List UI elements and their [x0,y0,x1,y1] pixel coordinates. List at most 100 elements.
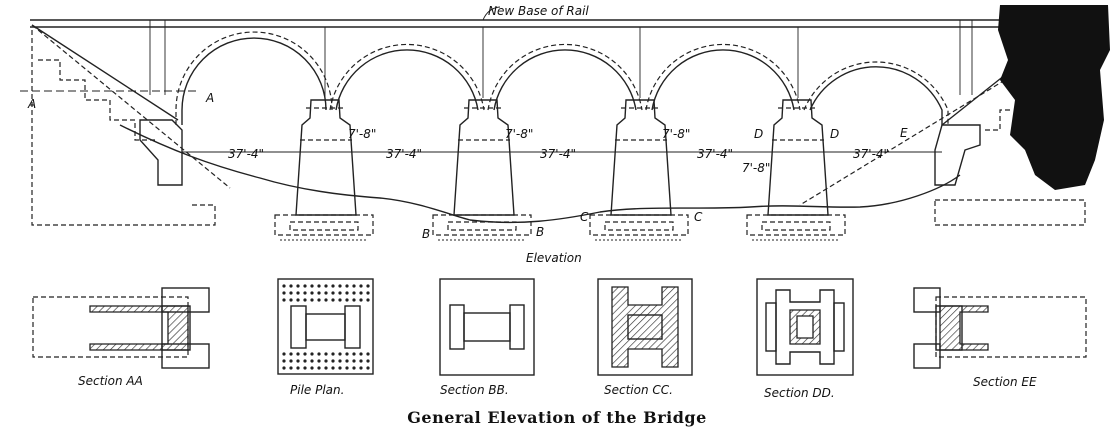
pile-dot [352,352,356,356]
pile-dot [345,291,349,295]
rock-mass [998,5,1110,190]
section-mark-a-right: A [205,91,214,105]
pier-dim-2: 7'-8" [505,127,533,141]
pile-dot [345,359,349,363]
pile-plan [277,278,374,375]
pile-dot [366,352,370,356]
pile-dot [324,284,328,288]
pile-dot [289,352,293,356]
left-abutment [20,24,231,226]
pile-dot [366,291,370,295]
pile-dot [317,291,321,295]
rail-leader [482,6,501,21]
pile-dot [317,352,321,356]
pile-dot [289,359,293,363]
pile-dot [331,359,335,363]
footings [274,214,846,241]
pile-dot [359,366,363,370]
pile-plan-label: Pile Plan. [290,383,344,397]
rail-label: New Base of Rail [488,4,589,18]
pile-dot [331,291,335,295]
pile-dot [296,298,300,302]
pile-dot [352,291,356,295]
pile-dot [366,359,370,363]
span-dim-4: 37'-4" [697,147,733,161]
section-mark-b-right: B [536,225,544,239]
pile-dot [345,284,349,288]
pile-dot [317,284,321,288]
pile-dot [331,284,335,288]
deck [30,19,1005,98]
section-mark-a-left: A [27,97,36,111]
pile-dot [289,298,293,302]
pile-dot [296,352,300,356]
section-mark-e: E [900,126,908,140]
pile-dot [359,298,363,302]
section-aa-label: Section AA [78,374,143,388]
pile-dot [331,352,335,356]
pile-dot [338,291,342,295]
pile-dot [282,352,286,356]
section-aa [32,287,210,369]
pile-dot [282,284,286,288]
section-mark-d-right: D [830,127,839,141]
pile-dot [317,298,321,302]
pile-dot [366,298,370,302]
section-bb [439,278,535,376]
elevation-label: Elevation [526,251,582,265]
pile-dot [331,298,335,302]
pile-dot [338,298,342,302]
right-abutment [799,5,1110,226]
pile-dot [296,284,300,288]
pile-dot [345,352,349,356]
pile-dot [345,298,349,302]
span-dim-1: 37'-4" [228,147,264,161]
pile-dot [338,366,342,370]
pile-dot [310,359,314,363]
pile-dot [310,352,314,356]
pile-dot [366,284,370,288]
pile-dot [310,284,314,288]
pile-dot [359,359,363,363]
pier-dim-1: 7'-8" [348,127,376,141]
pile-dot [359,352,363,356]
pile-dot [366,366,370,370]
pile-dot [352,366,356,370]
span-dim-5: 37'-4" [853,147,889,161]
pile-dot [303,366,307,370]
arches [175,31,949,125]
pile-dot [303,352,307,356]
pile-dot [317,366,321,370]
pile-dot [303,298,307,302]
section-mark-b-left: B [422,227,430,241]
pile-dot [317,359,321,363]
figure-caption: General Elevation of the Bridge [407,408,707,427]
section-dd [756,278,854,376]
pile-dot [282,359,286,363]
pile-dot [310,298,314,302]
pile-dot [324,298,328,302]
pile-dot [359,284,363,288]
section-mark-c-right: C [694,210,703,224]
pile-dot [289,291,293,295]
pile-dot [310,366,314,370]
pile-dot [338,284,342,288]
pile-dot [282,366,286,370]
pile-dot [303,359,307,363]
pile-dot [352,298,356,302]
pile-dot [324,359,328,363]
pile-dot [352,359,356,363]
section-mark-d-left: D [754,127,763,141]
section-cc [597,278,693,376]
pile-dot [289,284,293,288]
section-ee [913,287,1087,369]
section-cc-label: Section CC. [604,383,673,397]
pile-dot [289,366,293,370]
pile-dot [324,366,328,370]
pile-dot [352,284,356,288]
pier-dim-4: 7'-8" [742,161,770,175]
pile-dot [303,291,307,295]
pile-dot [324,352,328,356]
section-mark-c-left: C [580,210,589,224]
